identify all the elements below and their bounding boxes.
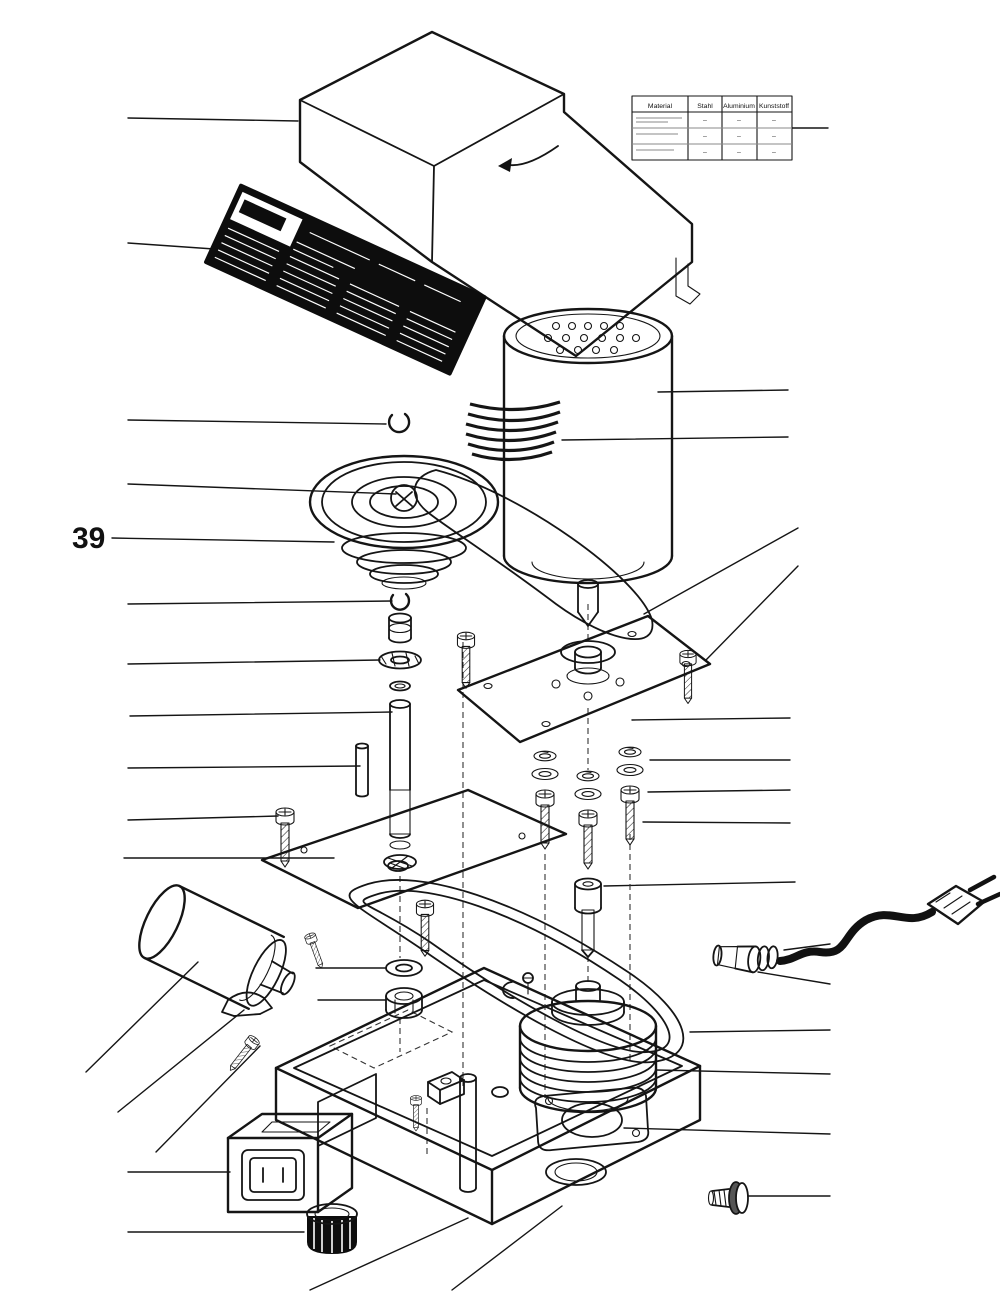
capacitor xyxy=(138,884,296,1011)
cable xyxy=(776,908,936,965)
ribbed-knob xyxy=(306,1203,358,1254)
svg-text:–: – xyxy=(703,117,707,124)
plate-screw-right xyxy=(679,649,697,704)
power-cord xyxy=(712,874,1000,974)
plug xyxy=(926,874,1000,926)
cord-grip-clamp xyxy=(502,972,534,999)
spindle-plate xyxy=(260,788,568,910)
small-screw xyxy=(303,931,328,971)
svg-text:–: – xyxy=(737,133,741,140)
belt-cover xyxy=(298,30,701,358)
terminal-bracket xyxy=(427,1071,465,1105)
socket-head-bolt xyxy=(574,877,602,958)
motor-pulley xyxy=(308,454,500,590)
spindle-hub xyxy=(551,640,625,701)
retaining-ring xyxy=(389,680,411,692)
svg-text:–: – xyxy=(737,149,741,156)
spindle-pulley xyxy=(518,980,658,1114)
table-header-stahl: Stahl xyxy=(697,103,713,110)
circlip-small xyxy=(389,592,411,611)
motor-mount-plate xyxy=(456,614,712,744)
bracket-screw xyxy=(410,1095,422,1132)
circlip-top xyxy=(387,412,411,434)
svg-text:–: – xyxy=(703,133,707,140)
table-header-aluminium: Aluminium xyxy=(723,103,755,110)
spec-label-plate xyxy=(204,183,487,376)
clamp-screw xyxy=(224,1033,262,1075)
motor-vents xyxy=(543,321,641,355)
bearing-ring xyxy=(545,1158,607,1186)
table-header-kunststoff: Kunststoff xyxy=(759,103,789,110)
plate-screw-left xyxy=(456,631,476,689)
svg-text:–: – xyxy=(772,149,776,156)
spindle-shaft xyxy=(383,699,417,870)
upper-belt xyxy=(413,469,654,640)
thumb-screw xyxy=(707,1181,749,1215)
drive-belt xyxy=(348,879,685,1064)
callout-lines xyxy=(85,117,831,1291)
thrust-washer xyxy=(378,650,422,670)
strain-relief-grommet xyxy=(712,944,779,974)
rotation-arrow-icon xyxy=(498,145,559,172)
svg-text:–: – xyxy=(772,117,776,124)
power-switch xyxy=(226,1112,354,1214)
svg-text:–: – xyxy=(737,117,741,124)
standoff-post xyxy=(459,1073,477,1193)
svg-text:–: – xyxy=(703,149,707,156)
part-number-39: 39 xyxy=(72,522,105,555)
table-cell-marks: – – – – – – – – – xyxy=(703,117,776,156)
capacitor-clamp xyxy=(221,991,273,1017)
table-header-material: Material xyxy=(648,103,673,110)
brand-logo xyxy=(230,191,303,247)
bearing-gasket-plate xyxy=(534,1086,650,1152)
spacer-sleeve xyxy=(388,612,412,644)
base-housing xyxy=(274,966,702,1226)
table-row-labels xyxy=(636,117,682,151)
dowel-pin xyxy=(355,742,369,798)
motor-shaft xyxy=(577,579,599,627)
washer-screw-cluster xyxy=(531,746,644,870)
svg-text:–: – xyxy=(772,133,776,140)
motor xyxy=(465,307,674,627)
washer-nut-stack xyxy=(385,959,423,1019)
motor-cooling-fins xyxy=(465,400,561,462)
material-table: Material Stahl Aluminium Kunststoff – – … xyxy=(631,95,793,161)
